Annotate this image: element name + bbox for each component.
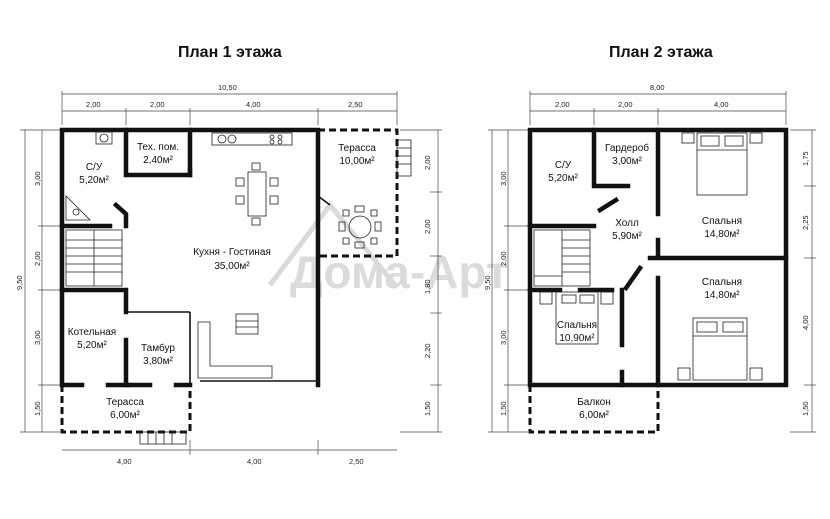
round-table-icon: [348, 215, 372, 239]
plan1-room-area: 2,40м²: [143, 155, 173, 166]
plan1-room-name: Терасса: [106, 397, 144, 408]
plan1-room-name: Тамбур: [141, 342, 175, 354]
plan1-room-name: Котельная: [68, 327, 116, 338]
plan1-dim-left-total: 9,50: [15, 275, 24, 290]
plan1-room-labels: С/У 5,20м² Тех. пом. 2,40м² Терасса 10,0…: [68, 142, 377, 421]
plan1-dim-left-4: 1,50: [33, 401, 42, 416]
plan2-dim-left-total: 9,50: [483, 275, 492, 290]
plan1-title: План 1 этажа: [178, 44, 282, 61]
plan1-dimension-lines: [20, 91, 442, 455]
plan2-dim-left-3: 3,00: [499, 330, 508, 345]
plan2-dim-right-4: 1,50: [801, 401, 810, 416]
plan1-dim-top-4: 2,50: [348, 100, 363, 109]
plan1-thin-walls: [126, 130, 331, 385]
plan2-dimension-labels: 8,00 2,00 2,00 4,00 9,50 3,00 2,00 3,00 …: [483, 83, 810, 416]
plan2-dim-left-2: 2,00: [499, 251, 508, 266]
plan2-dim-top-1: 2,00: [555, 100, 570, 109]
plan1-dim-right-4: 2,20: [423, 343, 432, 358]
plan1-room-name: Кухня - Гостиная: [193, 247, 271, 258]
plan1-dim-top-3: 4,00: [246, 100, 261, 109]
plan1-room-name: Тех. пом.: [137, 142, 179, 153]
plan2-dimension-lines: [488, 91, 816, 433]
plan1-room-area: 5,20м²: [79, 175, 109, 186]
plan2-balcony-rail: [528, 385, 660, 434]
plan1-dimension-labels: 10,50 2,00 2,00 4,00 2,50 4,00 4,00 2,50…: [15, 83, 432, 466]
plan2-room-name: С/У: [555, 160, 572, 171]
plan2-dim-right-2: 2,25: [801, 215, 810, 230]
plan2-walls: [527, 127, 789, 388]
plan2-room-name: Спальня: [702, 216, 742, 227]
plan2-room-name: Холл: [615, 218, 639, 229]
tv-stand-icon: [235, 313, 259, 335]
plan2-dim-left-4: 1,50: [499, 401, 508, 416]
plan2-room-name: Спальня: [702, 277, 742, 288]
plan1-furniture: [65, 131, 382, 379]
plan2-dim-top-2: 2,00: [618, 100, 633, 109]
plan2-room-area: 5,20м²: [548, 173, 578, 184]
plan1-dim-top-1: 2,00: [86, 100, 101, 109]
single-bed-icon: [555, 291, 599, 345]
plan2-dim-left-1: 3,00: [499, 171, 508, 186]
plan2-room-area: 3,00м²: [612, 156, 642, 167]
plan1-dim-left-2: 2,00: [33, 251, 42, 266]
plan1-dim-bottom-2: 4,00: [247, 457, 262, 466]
plan1-dim-top-total: 10,50: [218, 83, 237, 92]
double-bed-icon: [696, 132, 748, 196]
kitchen-counter: [211, 132, 293, 146]
plan2-room-name: Гардероб: [605, 142, 649, 154]
plan1-dim-right-1: 2,00: [423, 155, 432, 170]
plan1-dim-right-5: 1,50: [423, 401, 432, 416]
plan1-room-name: С/У: [86, 162, 103, 173]
watermark-logo: Дома-Арт: [268, 200, 508, 298]
shower-icon: [65, 195, 91, 221]
sofa-icon: [197, 321, 273, 379]
plan1-dim-bottom-3: 2,50: [349, 457, 364, 466]
plan2-room-name: Спальня: [557, 320, 597, 331]
plan1-room-area: 10,00м²: [339, 156, 375, 167]
plan2-furniture: [533, 132, 763, 381]
plan1-dim-bottom-1: 4,00: [117, 457, 132, 466]
plan1-dim-right-3: 1,80: [423, 279, 432, 294]
plan2-room-area: 14,80м²: [704, 229, 740, 240]
plan1-room-area: 3,80м²: [143, 356, 173, 367]
plan2-dim-top-3: 4,00: [714, 100, 729, 109]
plan2-room-name: Балкон: [577, 397, 611, 408]
dining-table-icon: [247, 171, 267, 217]
plan2-title: План 2 этажа: [609, 44, 713, 61]
plan1-dim-left-3: 3,00: [33, 330, 42, 345]
plan2-dim-right-3: 4,00: [801, 315, 810, 330]
plan1-room-area: 5,20м²: [77, 340, 107, 351]
plan2-room-area: 10,90м²: [559, 333, 595, 344]
plan1-room-area: 6,00м²: [110, 410, 140, 421]
plan2-room-labels: С/У 5,20м² Гардероб 3,00м² Холл 5,90м² С…: [548, 142, 742, 421]
watermark-text: Дома-Арт: [290, 246, 508, 298]
sink-icon: [95, 131, 113, 145]
plan2-room-area: 5,90м²: [612, 231, 642, 242]
plan2-dim-right-1: 1,75: [801, 151, 810, 166]
plan1-dim-left-1: 3,00: [33, 171, 42, 186]
plan1-dim-right-2: 2,00: [423, 219, 432, 234]
plan1-room-area: 35,00м²: [214, 261, 250, 272]
plan1-dim-top-2: 2,00: [150, 100, 165, 109]
double-bed-icon: [692, 317, 748, 381]
plan1-stairs: [65, 139, 412, 445]
plan2-dim-top-total: 8,00: [650, 83, 665, 92]
plan1-terrace-rails: [60, 128, 399, 434]
plan2-room-area: 14,80м²: [704, 290, 740, 301]
plan2-room-area: 6,00м²: [579, 410, 609, 421]
plan1-room-name: Терасса: [338, 143, 376, 154]
